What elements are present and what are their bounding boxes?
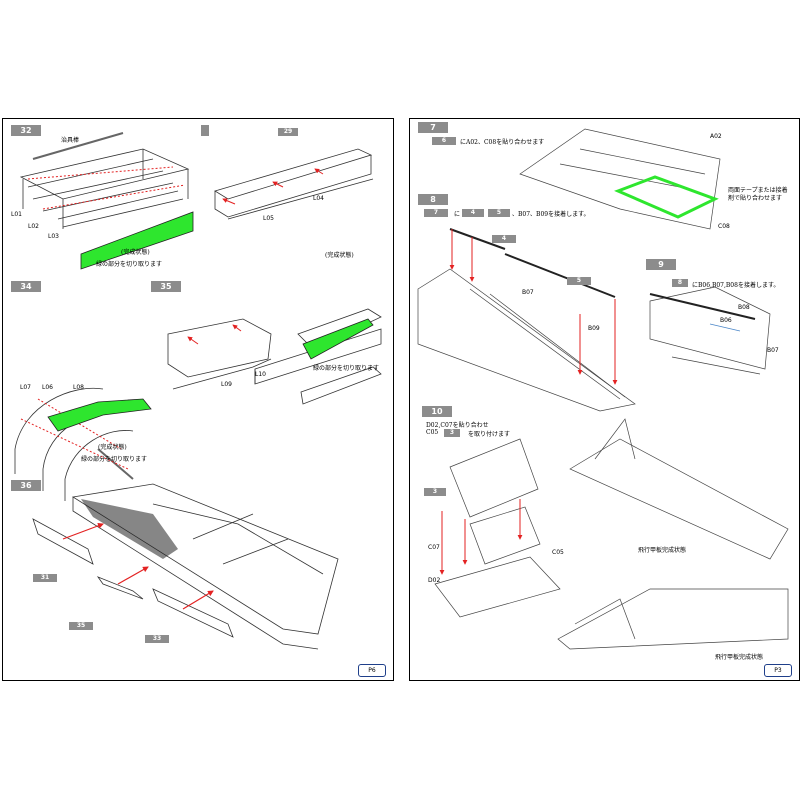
cut-note-34: 緑の部分を切り取ります — [81, 456, 148, 463]
part-label-l05: L05 — [263, 215, 274, 222]
step-35-badge: 35 — [151, 281, 181, 292]
tape-note-line2: 剤で貼り合わせます — [728, 195, 783, 202]
part-label-l04: L04 — [313, 195, 324, 202]
step-7-badge: 7 — [418, 122, 448, 133]
page-number-right: P3 — [764, 664, 792, 677]
right-manual-page: 7 6 にA02、C08を貼り合わせます A02 C08 両面テープまたは接着 … — [409, 118, 800, 681]
flight-deck-done-label-1: 飛行甲板完成状態 — [638, 547, 687, 554]
step8-tag-4: 4 — [462, 209, 484, 217]
part-label-b07-step9: B07 — [767, 347, 779, 354]
step33-railing-drawing — [214, 148, 382, 385]
step7-instruction: にA02、C08を貼り合わせます — [460, 139, 545, 146]
part-label-l06: L06 — [42, 384, 53, 391]
part-label-c08: C08 — [718, 223, 730, 230]
part-label-c07: C07 — [428, 544, 440, 551]
right-page-illustrations — [417, 128, 789, 650]
step7-deck-drawing — [519, 128, 721, 230]
flight-deck-done-label-2: 飛行甲板完成状態 — [715, 654, 764, 661]
part-label-l02: L02 — [28, 223, 39, 230]
step-8-badge: 8 — [418, 194, 448, 205]
green-cut-region-32 — [80, 211, 194, 270]
step-33-badge — [201, 125, 209, 136]
rail-tag-4: 4 — [492, 235, 516, 243]
green-tape-region-7 — [614, 175, 719, 219]
part-label-b09: B09 — [588, 325, 600, 332]
step10-line1: D02,C07を貼り合わせ — [426, 422, 489, 429]
tape-note-line1: 両面テープまたは接着 — [728, 187, 788, 194]
step8-tag-7: 7 — [424, 209, 448, 217]
part-label-c05: C05 — [552, 549, 564, 556]
cut-note-32: 緑の部分を切り取ります — [96, 261, 163, 268]
part-tag-33: 33 — [145, 635, 169, 643]
step10-part-tag-3: 3 — [424, 488, 446, 496]
cut-note-35: 緑の部分を切り取ります — [313, 365, 380, 372]
left-page-illustrations — [14, 132, 382, 650]
step36-deck-assembly-drawing — [32, 483, 339, 650]
step10-line2-suffix: を取り付けます — [468, 431, 511, 438]
step-32-badge: 32 — [11, 125, 41, 136]
step35-railing-drawing — [167, 308, 382, 405]
step32-railing-drawing — [19, 132, 190, 229]
rail-tag-5: 5 — [567, 277, 591, 285]
part-tag-29: 29 — [278, 128, 298, 136]
step-34-badge: 34 — [11, 281, 41, 292]
part-label-l03: L03 — [48, 233, 59, 240]
part-label-l01: L01 — [11, 211, 22, 218]
step8-instruction: 、B07、B09を接着します。 — [512, 211, 590, 218]
part-label-l10: L10 — [255, 371, 266, 378]
page-number-left: P6 — [358, 664, 386, 677]
left-manual-page: 32 治具棒 L01 L02 L03 (完成状態) 緑の部分を切り取ります 29… — [2, 118, 394, 681]
part-label-l08: L08 — [73, 384, 84, 391]
step-36-badge: 36 — [11, 480, 41, 491]
part-label-l09: L09 — [221, 381, 232, 388]
part-label-b08: B08 — [738, 304, 750, 311]
part-label-l07: L07 — [20, 384, 31, 391]
step10-line2-prefix: C05 — [426, 429, 439, 436]
completed-state-label-33: (完成状態) — [325, 252, 354, 259]
step7-sub-tag: 6 — [432, 137, 456, 145]
step10-line2-tag: 3 — [444, 429, 460, 437]
part-tag-35: 35 — [69, 622, 93, 630]
step-10-badge: 10 — [422, 406, 452, 417]
part-label-d02: D02 — [428, 577, 441, 584]
green-cut-region-34 — [47, 398, 152, 432]
step9-deck-drawing — [649, 286, 771, 375]
part-label-b07: B07 — [522, 289, 534, 296]
completed-state-label-32: (完成状態) — [121, 249, 150, 256]
step8-tag-5: 5 — [488, 209, 510, 217]
step10-assembly-drawing — [434, 418, 789, 650]
green-cut-region-35 — [302, 318, 374, 360]
part-label-a02: A02 — [710, 133, 722, 140]
step8-deck-drawing — [417, 228, 636, 412]
step9-sub-tag: 8 — [672, 279, 688, 287]
jig-rod-label: 治具棒 — [61, 137, 80, 144]
step9-instruction: にB06,B07,B08を接着します。 — [692, 282, 780, 289]
part-label-b06: B06 — [720, 317, 732, 324]
completed-state-label-34: (完成状態) — [98, 444, 127, 451]
step-9-badge: 9 — [646, 259, 676, 270]
part-tag-31: 31 — [33, 574, 57, 582]
step8-joiner: に — [454, 211, 461, 218]
